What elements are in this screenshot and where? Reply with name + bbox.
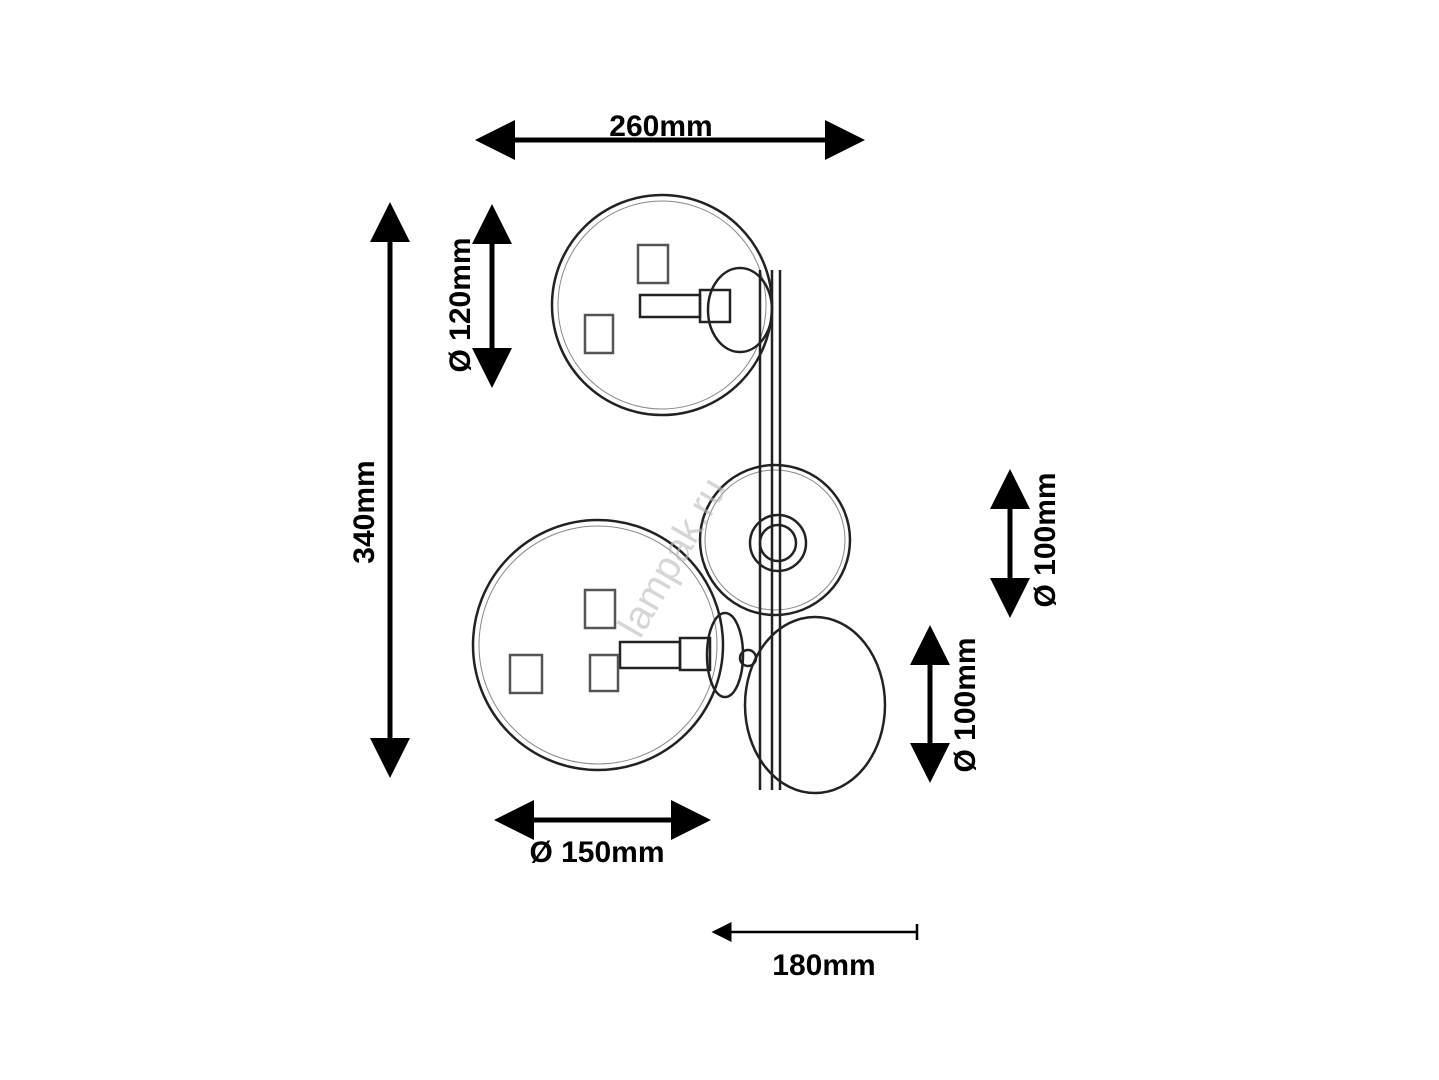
top-globe	[550, 193, 774, 417]
wall-plate-label: Ø 100mm	[949, 637, 982, 772]
bottom-globe-label: Ø 150mm	[529, 836, 664, 869]
width-label: 260mm	[609, 110, 712, 143]
height-label: 340mm	[348, 460, 381, 563]
middle-globe	[698, 463, 852, 617]
wall-plate	[743, 615, 887, 795]
middle-globe-label: Ø 100mm	[1029, 472, 1062, 607]
top-globe-label: Ø 120mm	[444, 237, 477, 372]
projection-label: 180mm	[772, 949, 875, 982]
bottom-globe	[471, 518, 725, 772]
lamp-illustration	[471, 193, 887, 795]
